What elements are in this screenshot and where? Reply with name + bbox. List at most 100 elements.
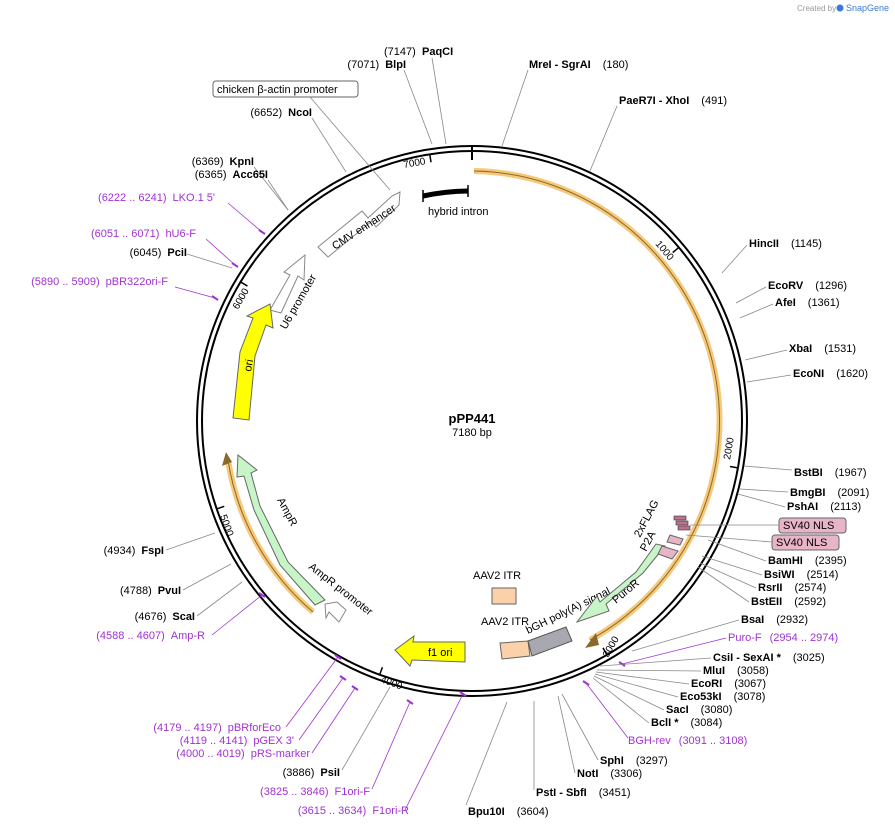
enzyme-site-name: PvuI — [158, 585, 181, 597]
ampr-label: AmpR — [274, 496, 299, 529]
cmv-enhancer-arrow — [317, 191, 401, 258]
leader-line — [196, 581, 243, 617]
enzyme-site-name: Acc65I — [233, 169, 268, 181]
u6-promoter-arrow — [269, 253, 306, 314]
enzyme-site-name: KpnI — [230, 156, 254, 168]
leader-line — [403, 69, 433, 145]
enzyme-site-name: FspI — [141, 545, 164, 557]
leader-line — [285, 656, 339, 728]
primer-name: LKO.1 5' — [173, 192, 215, 204]
primer-range: (5890 .. 5909) — [31, 276, 100, 288]
plasmid-length: 7180 bp — [452, 427, 492, 439]
enzyme-site-name: Eco53kI — [680, 691, 722, 703]
leader-line — [341, 686, 391, 771]
primer-name: pBRforEco — [228, 722, 281, 734]
leader-line — [621, 637, 727, 665]
bgh-polya-box — [527, 626, 573, 657]
credit-text: Created by — [797, 4, 836, 13]
sv40-nls-label-1: SV40 NLS — [783, 520, 834, 532]
leader-line — [593, 675, 665, 711]
orange-arrowhead-left — [222, 452, 232, 466]
leader-line — [431, 57, 447, 145]
leader-line — [267, 179, 289, 211]
leader-line — [707, 539, 767, 562]
hybrid-intron-bar — [422, 188, 469, 199]
enzyme-site-number: (3025) — [793, 652, 825, 664]
primer-range: (4588 .. 4607) — [96, 630, 165, 642]
chicken-promoter-leader — [309, 96, 391, 191]
cmv-enhancer-label: CMV enhancer — [330, 202, 398, 252]
f1-ori-label: f1 ori — [428, 647, 452, 659]
enzyme-site-number: (2395) — [815, 555, 847, 567]
enzyme-site-name: NcoI — [288, 107, 312, 119]
aav2-itr-box-1 — [491, 587, 517, 605]
enzyme-site-name: ScaI — [172, 611, 195, 623]
enzyme-site-number: (2932) — [776, 614, 808, 626]
primer-name: BGH-rev — [628, 735, 671, 747]
enzyme-site-name: HincII — [749, 238, 779, 250]
enzyme-site-number: (3604) — [517, 806, 549, 818]
p2a-arrow-1 — [666, 534, 684, 546]
orange-highlight-left-core — [227, 459, 314, 613]
enzyme-site-name: EcoNI — [793, 368, 824, 380]
leader-line — [737, 493, 786, 508]
enzyme-site-number: (2574) — [794, 582, 826, 594]
leader-line — [174, 286, 216, 299]
enzyme-site-name: MreI - SgrAI — [529, 59, 591, 71]
enzyme-site-number: (491) — [701, 95, 727, 107]
leader-line — [182, 563, 232, 591]
sv40-nls-box-2 — [771, 534, 840, 551]
enzyme-site-name: PsiI — [320, 767, 340, 779]
primer-range: (3615 .. 3634) — [298, 805, 367, 817]
leader-line — [298, 677, 344, 741]
primer-range: (6222 .. 6241) — [98, 192, 167, 204]
leader-line — [735, 286, 767, 304]
enzyme-site-number: (3297) — [636, 755, 668, 767]
leader-line — [699, 562, 757, 589]
leader-line — [311, 687, 356, 754]
enzyme-site-number: (3451) — [599, 787, 631, 799]
leader-line — [205, 238, 236, 266]
enzyme-site-number: (1296) — [815, 280, 847, 292]
enzyme-site-name: BmgBI — [790, 487, 825, 499]
orange-arrowhead-right — [585, 633, 599, 648]
enzyme-site-number: (6369) — [192, 156, 224, 168]
enzyme-site-name: CsiI - SexAI * — [713, 652, 782, 664]
tick-mark — [729, 465, 739, 469]
enzyme-site-name: SacI — [666, 704, 689, 716]
flag-marker-1 — [673, 515, 687, 521]
leader-line — [404, 693, 464, 811]
primer-name: pGEX 3' — [253, 735, 294, 747]
leader-line — [592, 677, 650, 724]
enzyme-site-number: (3058) — [737, 665, 769, 677]
enzyme-site-number: (4934) — [104, 545, 136, 557]
enzyme-site-name: PaeR7I - XhoI — [619, 95, 689, 107]
enzyme-site-name: NotI — [577, 768, 598, 780]
puror-arrow — [575, 543, 666, 624]
leader-line — [743, 465, 793, 471]
sv40-nls-label-2: SV40 NLS — [776, 537, 827, 549]
enzyme-site-name: PstI - SbfI — [536, 787, 587, 799]
tick-mark — [240, 281, 248, 287]
primer-range: (4000 .. 4019) — [176, 748, 245, 760]
enzyme-site-name: PshAI — [787, 501, 818, 513]
leader-line — [701, 555, 763, 576]
leader-line — [557, 695, 576, 774]
primer-name: hU6-F — [165, 228, 196, 240]
leader-line — [697, 566, 750, 603]
leader-line — [186, 253, 233, 269]
sv40-nls-box-1 — [778, 517, 847, 534]
enzyme-site-number: (3067) — [734, 678, 766, 690]
leader-line — [631, 619, 740, 652]
enzyme-site-number: (6045) — [130, 247, 162, 259]
tick-mark — [429, 154, 432, 163]
brand-text: SnapGene — [846, 3, 889, 13]
leader-line — [599, 657, 712, 667]
chicken-promoter-label: chicken β-actin promoter — [217, 84, 338, 96]
leader-lines — [165, 57, 793, 811]
aav2-itr-box-2 — [499, 640, 531, 660]
leader-line — [165, 532, 216, 551]
enzyme-site-name: MluI — [703, 665, 725, 677]
enzyme-site-number: (1145) — [791, 238, 822, 250]
enzyme-site-number: (180) — [603, 59, 629, 71]
